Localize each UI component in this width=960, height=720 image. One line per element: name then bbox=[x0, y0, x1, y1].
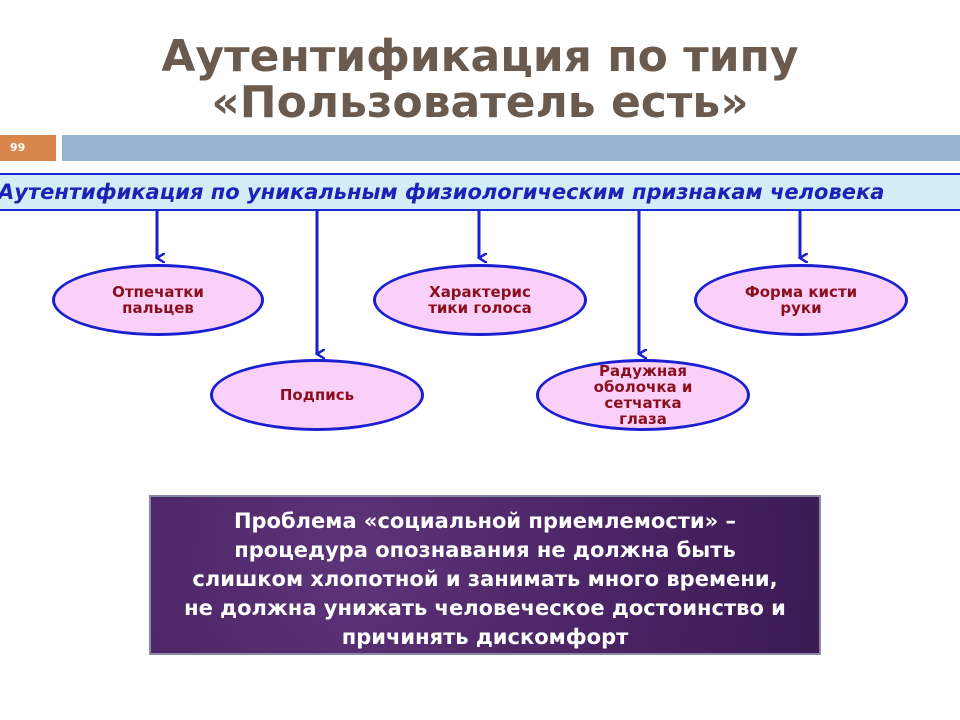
problem-text: Проблема «социальной приемлемости» – про… bbox=[184, 509, 786, 649]
oval-signature-label: Подпись bbox=[279, 386, 355, 404]
authentication-category-header: Аутентификация по уникальным физиологиче… bbox=[0, 173, 960, 211]
oval-iris-label: Радужная оболочка и сетчатка глаза bbox=[593, 362, 693, 428]
header-text: Аутентификация по уникальным физиологиче… bbox=[0, 180, 885, 204]
slide-title-line-2: «Пользователь есть» bbox=[211, 77, 749, 128]
oval-hand-shape-label: Форма кисти руки bbox=[744, 283, 858, 317]
oval-hand-shape: Форма кисти руки bbox=[694, 264, 908, 336]
oval-fingerprints: Отпечатки пальцев bbox=[52, 264, 264, 336]
oval-signature: Подпись bbox=[210, 359, 424, 431]
oval-voice-label: Характерис тики голоса bbox=[428, 283, 532, 317]
oval-voice: Характерис тики голоса bbox=[373, 264, 587, 336]
social-acceptability-problem-box: Проблема «социальной приемлемости» – про… bbox=[149, 495, 821, 655]
decorative-top-bar bbox=[62, 135, 960, 161]
slide-title-line-1: Аутентификация по типу bbox=[161, 31, 799, 82]
slide-number: 99 bbox=[0, 135, 56, 161]
oval-fingerprints-label: Отпечатки пальцев bbox=[112, 283, 204, 317]
slide-title: Аутентификация по типу «Пользователь ест… bbox=[0, 34, 960, 126]
oval-iris: Радужная оболочка и сетчатка глаза bbox=[536, 359, 750, 431]
